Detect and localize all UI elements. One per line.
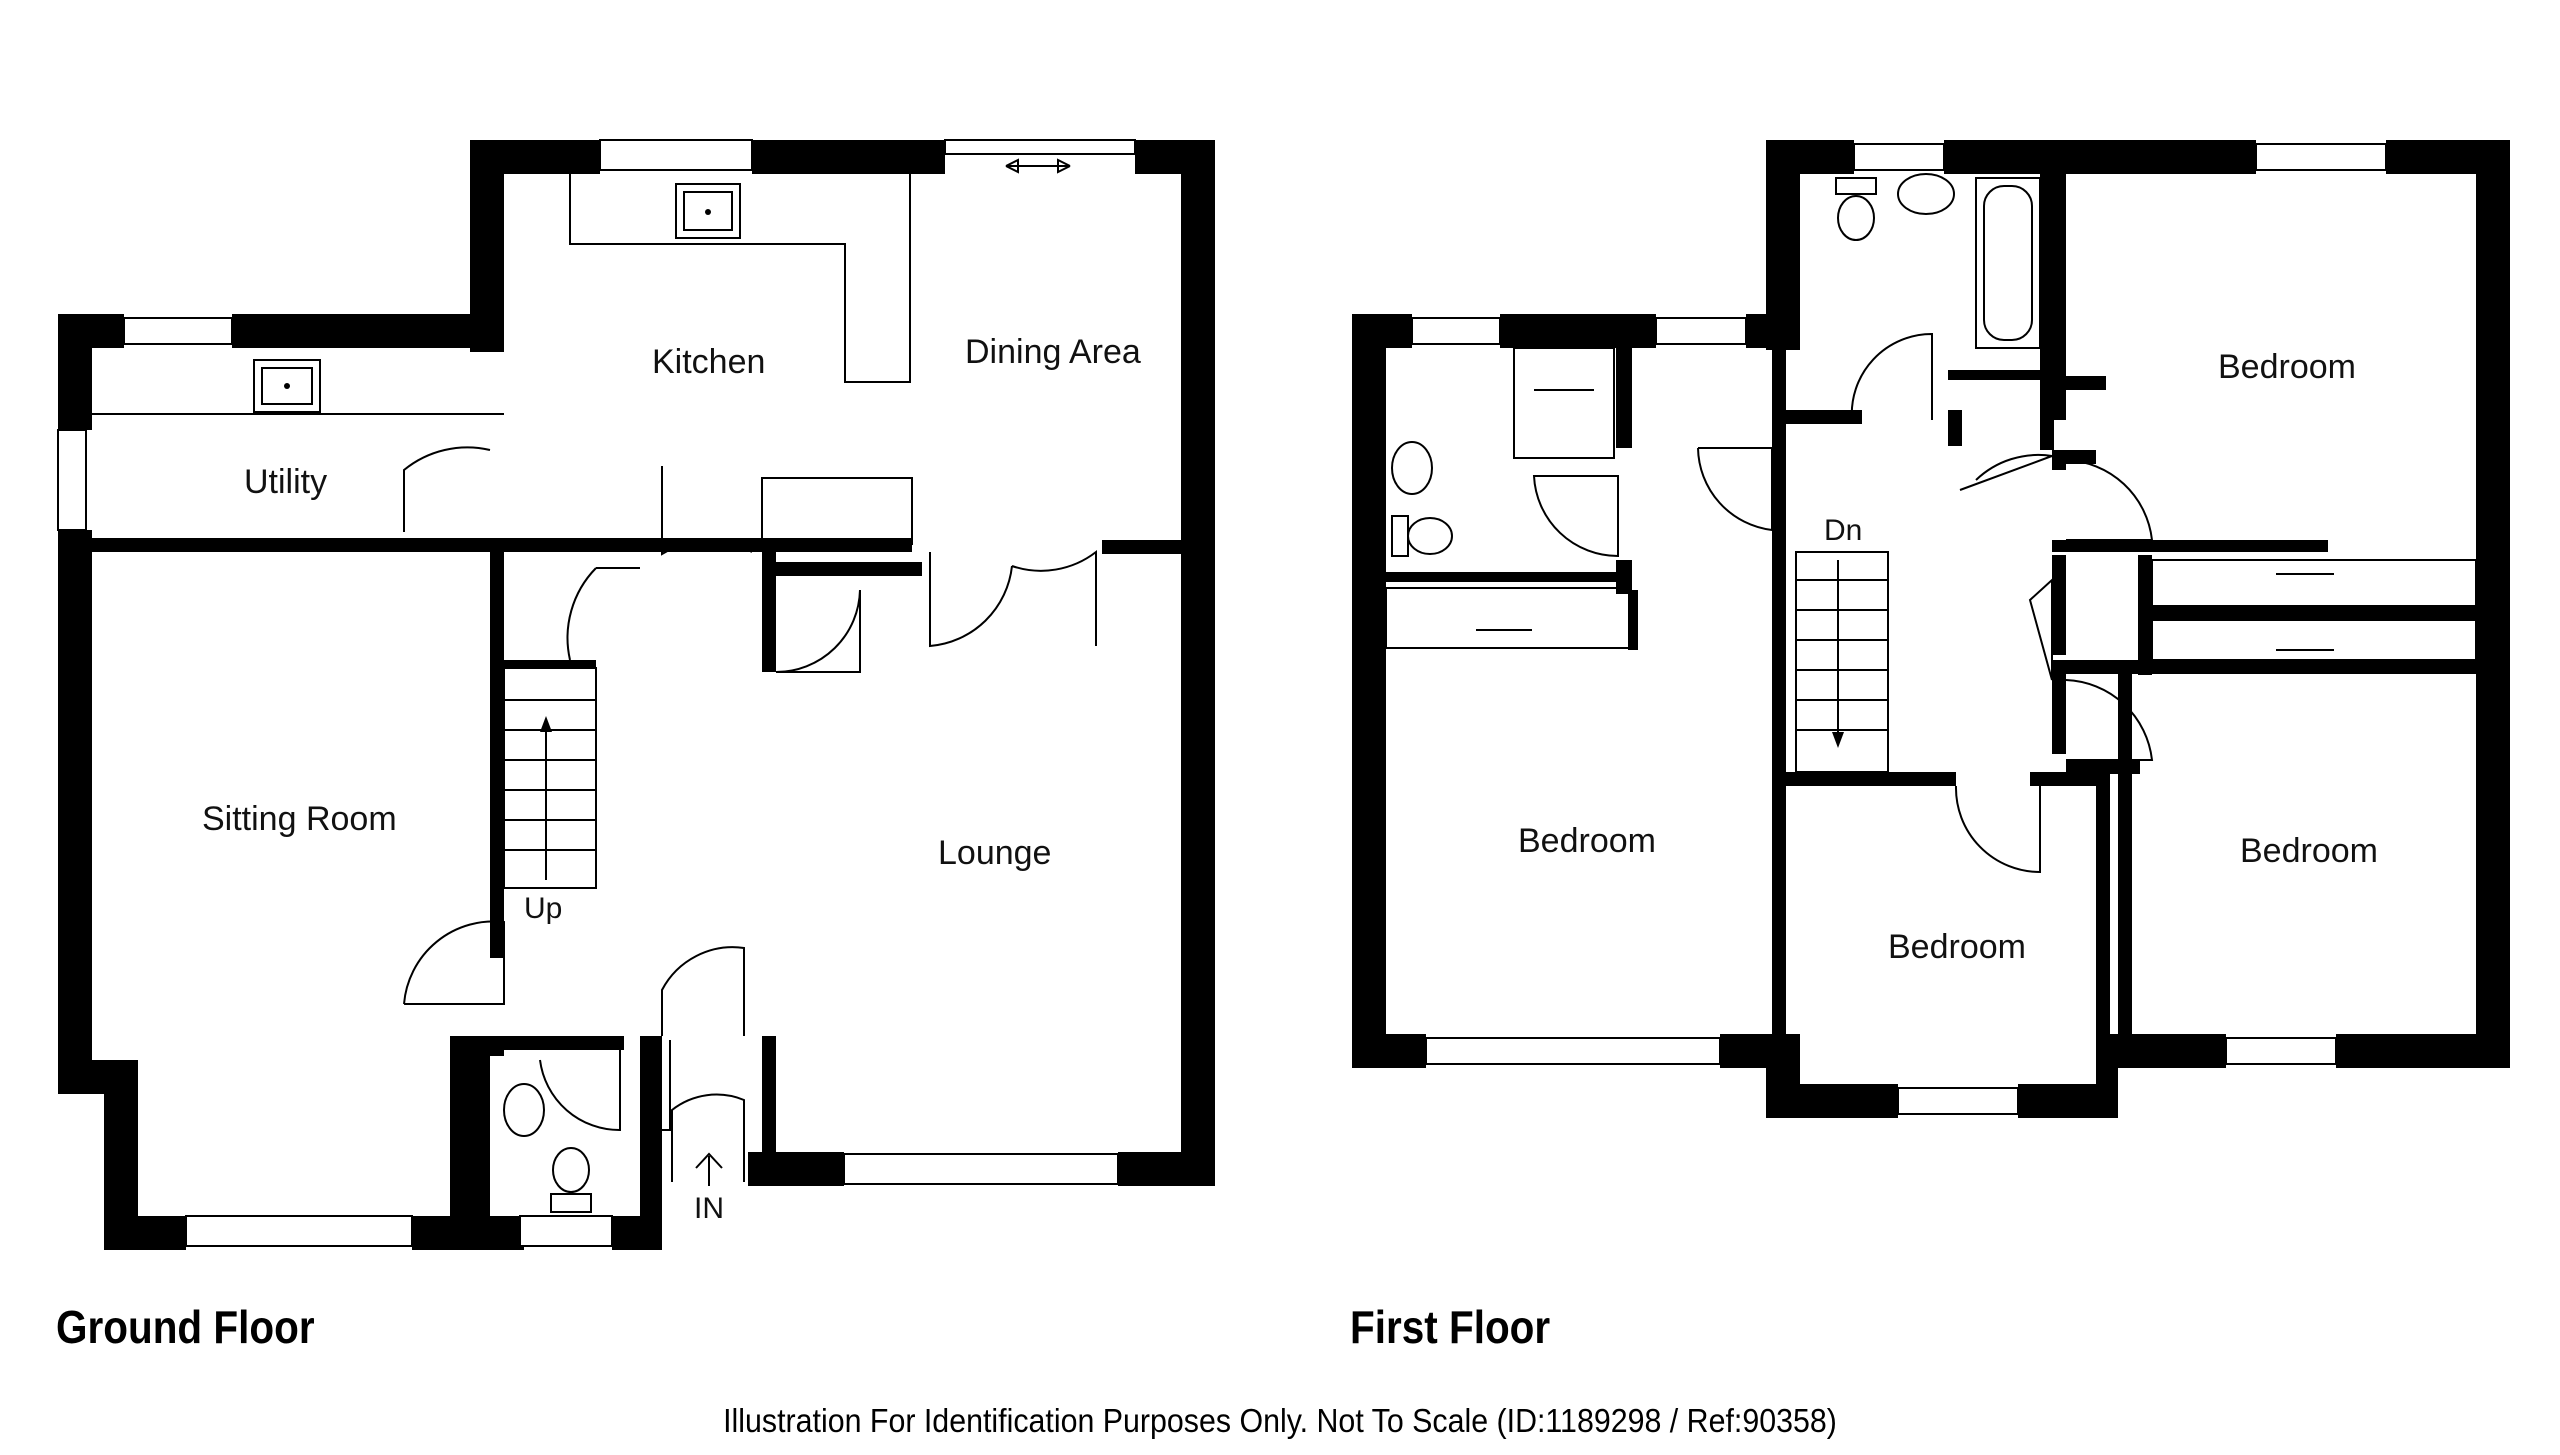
bathroom-fittings bbox=[1391, 173, 2041, 557]
room-label-bedroom-top-right: Bedroom bbox=[2218, 348, 2356, 386]
footer-disclaimer: Illustration For Identification Purposes… bbox=[723, 1402, 1837, 1439]
ground-floor-plan: Kitchen Dining Area Utility Sitting Room… bbox=[57, 139, 1215, 1250]
first-floor-title: First Floor bbox=[1350, 1301, 1551, 1353]
kitchen-fittings bbox=[92, 174, 913, 545]
room-label-bedroom-left: Bedroom bbox=[1518, 822, 1656, 860]
first-floor-doors bbox=[1532, 332, 2154, 874]
ground-floor-windows bbox=[57, 139, 1136, 1247]
entrance-arrow-icon bbox=[695, 1152, 723, 1186]
ground-floor-title: Ground Floor bbox=[56, 1301, 315, 1353]
room-label-dining-area: Dining Area bbox=[965, 333, 1141, 371]
ground-floor-doors bbox=[403, 158, 1097, 1182]
room-label-utility: Utility bbox=[244, 463, 327, 501]
first-floor-interior-walls bbox=[1386, 174, 2476, 1034]
first-floor-stairs bbox=[1795, 551, 1889, 773]
ground-floor-stairs bbox=[503, 667, 597, 889]
room-label-lounge: Lounge bbox=[938, 834, 1051, 872]
room-label-bedroom-middle: Bedroom bbox=[1888, 928, 2026, 966]
ground-wc-fittings bbox=[503, 1083, 592, 1213]
room-label-kitchen: Kitchen bbox=[652, 343, 765, 381]
stairs-down-label: Dn bbox=[1824, 514, 1862, 547]
room-label-sitting-room: Sitting Room bbox=[202, 800, 397, 838]
first-floor-walls bbox=[1352, 140, 2510, 1118]
first-floor-wardrobes bbox=[1385, 559, 2477, 661]
room-label-bedroom-bottom-right: Bedroom bbox=[2240, 832, 2378, 870]
stairs-up-label: Up bbox=[524, 892, 562, 925]
first-floor-windows bbox=[1411, 143, 2387, 1115]
entrance-label: IN bbox=[694, 1192, 724, 1225]
ground-floor-walls bbox=[58, 140, 1215, 1250]
first-floor-plan: Bedroom Bedroom Bedroom Bedroom Dn bbox=[1352, 140, 2510, 1118]
